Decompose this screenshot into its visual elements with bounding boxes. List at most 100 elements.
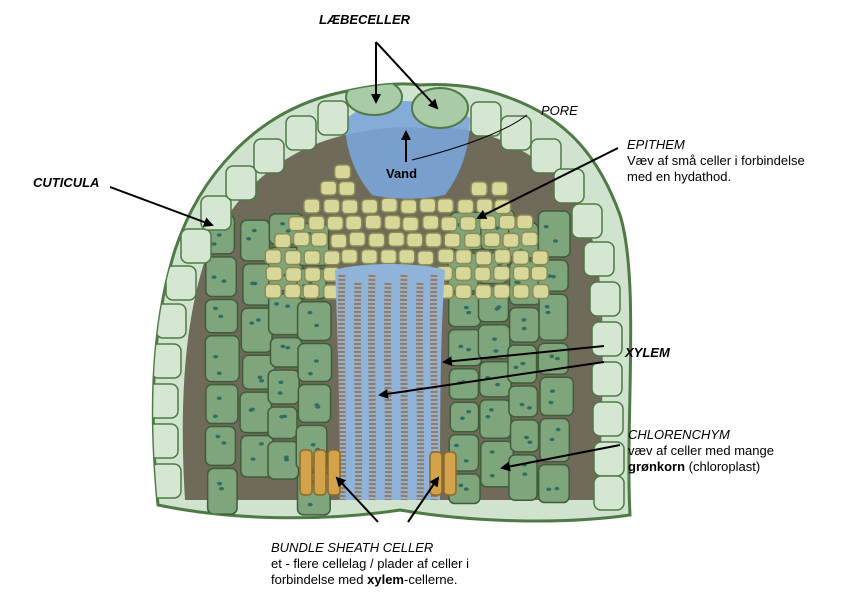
chloroplast-dot — [454, 444, 459, 448]
epidermis-cell — [584, 242, 614, 276]
epithem-cell — [531, 266, 547, 280]
chloroplast-dot — [466, 311, 471, 315]
chloroplast-dot — [522, 472, 527, 476]
bundle-sheath-cell — [444, 452, 456, 495]
chloroplast-dot — [520, 362, 525, 366]
label-laebeceller: LÆBECELLER — [319, 12, 410, 27]
epithem-cell — [513, 266, 529, 280]
epithem-cell — [361, 250, 377, 264]
epithem-cell — [475, 285, 491, 299]
label-chlorenchym-desc-2: grønkorn (chloroplast) — [628, 459, 760, 474]
chloroplast-dot — [274, 302, 279, 306]
epithem-cell — [418, 251, 434, 265]
chloroplast-dot — [314, 359, 319, 363]
label-epithem-desc-1: Væv af små celler i forbindelse — [627, 153, 805, 168]
xylem-vessel — [419, 283, 420, 500]
epithem-cell — [533, 284, 549, 298]
chloroplast-dot — [544, 225, 549, 229]
chloroplast-dot — [520, 403, 525, 407]
label-bundle-bold: xylem — [367, 572, 404, 587]
chloroplast-dot — [550, 389, 555, 393]
epithem-cell — [266, 267, 282, 281]
chloroplast-dot — [485, 415, 490, 419]
epithem-cell — [458, 199, 474, 213]
chloroplast-dot — [489, 408, 494, 412]
epithem-cell — [517, 215, 533, 229]
epithem-cell — [438, 249, 454, 263]
epithem-cell — [425, 233, 441, 247]
chloroplast-dot — [285, 304, 290, 308]
chloroplast-dot — [466, 348, 471, 352]
epidermis-cell — [594, 476, 624, 510]
chloroplast-dot — [314, 324, 319, 328]
epidermis-cell — [181, 229, 211, 263]
epithem-cell — [460, 216, 476, 230]
chloroplast-dot — [218, 315, 223, 319]
epithem-cell — [265, 250, 281, 264]
epithem-cell — [275, 234, 291, 248]
epithem-cell — [532, 251, 548, 265]
chloroplast-dot — [279, 415, 284, 419]
chlorenchyma-cell — [241, 308, 272, 352]
epithem-cell — [484, 233, 500, 247]
epithem-cell — [471, 182, 487, 196]
bundle-sheath-cell — [328, 450, 340, 495]
epithem-cell — [494, 266, 510, 280]
epithem-cell — [324, 251, 340, 265]
chloroplast-dot — [219, 487, 224, 491]
epithem-cell — [381, 198, 397, 212]
epidermis-cell — [254, 139, 284, 173]
epithem-cell — [311, 232, 327, 246]
chloroplast-dot — [259, 379, 264, 383]
epithem-cell — [381, 250, 397, 264]
epidermis-cell — [590, 282, 620, 316]
chloroplast-dot — [549, 354, 554, 358]
epidermis-cell — [201, 196, 231, 230]
chloroplast-dot — [217, 233, 222, 237]
label-bundle-desc-1: et - flere cellelag / plader af celler i — [271, 556, 469, 571]
chlorenchyma-cell — [208, 468, 237, 514]
chloroplast-dot — [464, 487, 469, 491]
chlorenchyma-cell — [511, 420, 539, 452]
chloroplast-dot — [315, 405, 320, 409]
epithem-cell — [455, 285, 471, 299]
label-cuticula: CUTICULA — [33, 175, 99, 190]
chloroplast-dot — [464, 306, 469, 310]
chloroplast-dot — [458, 484, 463, 488]
chloroplast-dot — [252, 282, 257, 286]
label-bundle-title: BUNDLE SHEATH CELLER — [271, 540, 433, 555]
epithem-cell — [339, 182, 355, 196]
epithem-cell — [285, 251, 301, 265]
chloroplast-dot — [280, 345, 285, 349]
chlorenchyma-cell — [478, 325, 510, 359]
epidermis-cell — [318, 101, 348, 135]
chloroplast-dot — [466, 410, 471, 414]
chloroplast-dot — [258, 376, 263, 380]
chloroplast-dot — [251, 457, 256, 461]
epidermis-cell — [592, 362, 622, 396]
epithem-cell — [476, 251, 492, 265]
chloroplast-dot — [458, 345, 463, 349]
chloroplast-dot — [212, 242, 217, 246]
epithem-cell — [331, 234, 347, 248]
chloroplast-dot — [460, 417, 465, 421]
label-pore: PORE — [541, 103, 578, 118]
chlorenchyma-cell — [540, 377, 573, 415]
chloroplast-dot — [213, 414, 218, 418]
label-bundle-pre: forbindelse med — [271, 572, 367, 587]
chloroplast-dot — [524, 436, 529, 440]
chloroplast-dot — [546, 488, 551, 492]
chloroplast-dot — [213, 355, 218, 359]
epithem-cell — [399, 249, 415, 263]
label-chlorenchym-bold: grønkorn — [628, 459, 685, 474]
chloroplast-dot — [249, 408, 254, 412]
chloroplast-dot — [217, 482, 222, 486]
epithem-cell — [349, 232, 365, 246]
chlorenchyma-cell — [205, 336, 239, 382]
epithem-cell — [492, 182, 508, 196]
epithem-cell — [441, 217, 457, 231]
chloroplast-dot — [490, 450, 495, 454]
chloroplast-dot — [493, 349, 498, 353]
epithem-cell — [495, 249, 511, 263]
